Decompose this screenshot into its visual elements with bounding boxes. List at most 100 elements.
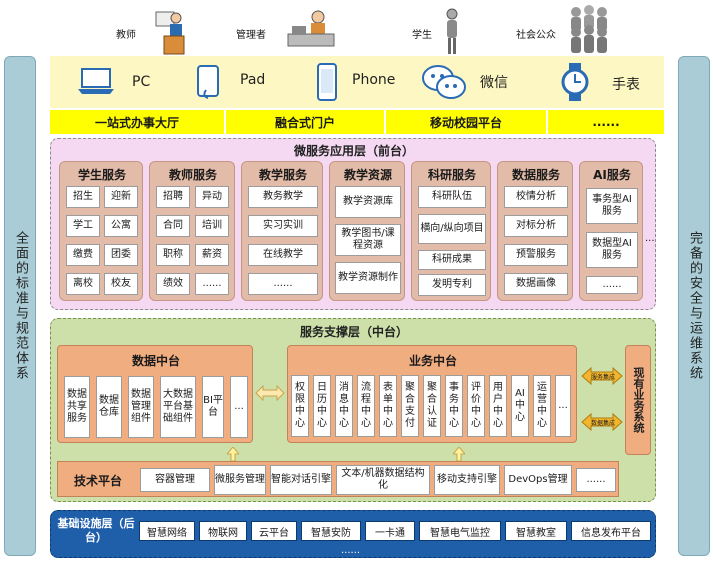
- teaching-item[interactable]: 在线教学: [248, 244, 318, 266]
- student-item[interactable]: 校友: [104, 273, 138, 295]
- student-item[interactable]: 团委: [104, 244, 138, 266]
- infra-item[interactable]: 智慧安防: [301, 521, 361, 541]
- tech-platform-item[interactable]: 文本/机器数据结构化: [336, 465, 430, 495]
- business-center-item[interactable]: AI中心: [511, 375, 529, 437]
- teaching-resources-title: 教学资源: [343, 168, 392, 182]
- data-service-item[interactable]: 校情分析: [504, 186, 568, 208]
- device-label-wechat: 微信: [480, 75, 508, 91]
- teaching-resources-group: 教学资源 教学资源库 教学图书/课程资源 教学资源制作: [329, 161, 405, 301]
- research-item[interactable]: 科研成果: [418, 250, 486, 270]
- teacher-item[interactable]: 职称: [156, 244, 190, 266]
- student-item[interactable]: 缴费: [66, 244, 100, 266]
- teacher-services-group: 教师服务 招聘 异动 合同 培训 职称 薪资 绩效 ......: [149, 161, 235, 301]
- infra-item[interactable]: 智慧网络: [139, 521, 195, 541]
- data-center-item[interactable]: BI平台: [202, 376, 224, 438]
- teaching-item[interactable]: 教务教学: [248, 186, 318, 208]
- tech-platform-item[interactable]: 移动支持引擎: [434, 465, 500, 495]
- student-item[interactable]: 离校: [66, 273, 100, 295]
- teacher-services-title: 教师服务: [168, 168, 217, 182]
- business-center-item[interactable]: 流程中心: [357, 375, 375, 437]
- data-center-item[interactable]: 数据仓库: [96, 376, 122, 438]
- data-service-item[interactable]: 数据画像: [504, 273, 568, 295]
- research-item[interactable]: 发明专利: [418, 274, 486, 296]
- back-layer: 基础设施层（后台） 智慧网络 物联网 云平台 智慧安防 一卡通 智慧电气监控 智…: [50, 510, 656, 558]
- data-services-group: 数据服务 校情分析 对标分析 预警服务 数据画像: [497, 161, 573, 301]
- data-service-item[interactable]: 预警服务: [504, 244, 568, 266]
- student-item[interactable]: 学工: [66, 215, 100, 237]
- business-center-item[interactable]: 用户中心: [489, 375, 507, 437]
- research-services-group: 科研服务 科研队伍 横向/纵向项目 科研成果 发明专利: [411, 161, 491, 301]
- data-center-item[interactable]: 数据管理组件: [128, 376, 154, 438]
- resources-item[interactable]: 教学资源库: [335, 186, 401, 218]
- back-layer-more: ......: [341, 545, 361, 556]
- up-arrow-icon: [453, 447, 465, 461]
- watch-icon: [561, 63, 589, 101]
- business-center-item[interactable]: 表单中心: [379, 375, 397, 437]
- standards-pillar-label: 全面的标准与规范体系: [13, 231, 28, 381]
- security-pillar-label: 完备的安全与运维系统: [687, 231, 702, 381]
- data-center-item: ...: [230, 376, 248, 438]
- teacher-item[interactable]: 薪资: [195, 244, 229, 266]
- business-center-item[interactable]: 消息中心: [335, 375, 353, 437]
- existing-system-box[interactable]: 现有业务系统: [625, 345, 651, 455]
- security-pillar: 完备的安全与运维系统: [678, 56, 710, 556]
- teacher-item[interactable]: 异动: [195, 186, 229, 208]
- resources-item[interactable]: 教学图书/课程资源: [335, 224, 401, 256]
- tech-platform-item: ......: [576, 468, 616, 492]
- tech-platform-item[interactable]: 容器管理: [140, 468, 210, 492]
- tech-platform-item[interactable]: 微服务管理: [214, 465, 266, 495]
- student-item[interactable]: 公寓: [104, 215, 138, 237]
- infra-item[interactable]: 云平台: [251, 521, 297, 541]
- double-arrow-icon: [255, 385, 285, 401]
- research-item[interactable]: 科研队伍: [418, 186, 486, 208]
- business-center-item[interactable]: 聚合认证: [423, 375, 441, 437]
- infra-item[interactable]: 一卡通: [365, 521, 415, 541]
- infra-item[interactable]: 物联网: [199, 521, 247, 541]
- teacher-item[interactable]: 绩效: [156, 273, 190, 295]
- teaching-item[interactable]: 实习实训: [248, 215, 318, 237]
- standards-pillar: 全面的标准与规范体系: [4, 56, 36, 556]
- data-center-item[interactable]: 数据共享服务: [64, 376, 90, 438]
- tech-platform-item[interactable]: DevOps管理: [504, 465, 572, 495]
- business-center-title: 业务中台: [408, 354, 457, 368]
- business-center-item[interactable]: 运营中心: [533, 375, 551, 437]
- research-item[interactable]: 横向/纵向项目: [418, 214, 486, 244]
- ai-service-item[interactable]: 数据型AI服务: [586, 232, 638, 268]
- resources-item[interactable]: 教学资源制作: [335, 262, 401, 294]
- business-center-item[interactable]: 聚合支付: [401, 375, 419, 437]
- student-item[interactable]: 招生: [66, 186, 100, 208]
- student-icon: [446, 8, 458, 54]
- ai-services-title: AI服务: [593, 168, 631, 182]
- device-band: PC Pad Phone 微信 手表: [50, 56, 664, 108]
- laptop-icon: [78, 68, 114, 94]
- infra-item[interactable]: 智慧教室: [505, 521, 567, 541]
- business-center-item[interactable]: 事务中心: [445, 375, 463, 437]
- business-center-item[interactable]: 权限中心: [291, 375, 309, 437]
- device-label-watch: 手表: [612, 77, 640, 93]
- data-center-item[interactable]: 大数据平台基础组件: [160, 376, 196, 438]
- user-label-teacher: 教师: [116, 30, 136, 41]
- portal-mobile[interactable]: 移动校园平台: [386, 110, 546, 134]
- ai-service-item: ......: [586, 276, 638, 294]
- data-service-item[interactable]: 对标分析: [504, 215, 568, 237]
- business-center-item[interactable]: 日历中心: [313, 375, 331, 437]
- teacher-item[interactable]: 合同: [156, 215, 190, 237]
- teacher-item[interactable]: ......: [195, 273, 229, 295]
- user-label-public: 社会公众: [516, 30, 556, 41]
- front-layer-more: ...: [645, 233, 655, 244]
- teacher-item[interactable]: 招聘: [156, 186, 190, 208]
- teacher-item[interactable]: 培训: [195, 215, 229, 237]
- data-center-box: 数据中台 数据共享服务 数据仓库 数据管理组件 大数据平台基础组件 BI平台 .…: [57, 345, 253, 443]
- ai-service-item[interactable]: 事务型AI服务: [586, 188, 638, 224]
- portal-fusion[interactable]: 融合式门户: [226, 110, 384, 134]
- infra-item[interactable]: 信息发布平台: [571, 521, 651, 541]
- business-center-item[interactable]: 评价中心: [467, 375, 485, 437]
- middle-layer: 服务支撑层（中台） 数据中台 数据共享服务 数据仓库 数据管理组件 大数据平台基…: [50, 318, 656, 502]
- student-item[interactable]: 迎新: [104, 186, 138, 208]
- portal-more: ......: [548, 110, 664, 134]
- business-center-grid: 权限中心 日历中心 消息中心 流程中心 表单中心 聚合支付 聚合认证 事务中心 …: [291, 375, 575, 437]
- infra-item[interactable]: 智慧电气监控: [419, 521, 501, 541]
- tablet-icon: [197, 65, 219, 99]
- portal-one-stop[interactable]: 一站式办事大厅: [50, 110, 224, 134]
- tech-platform-item[interactable]: 智能对话引擎: [270, 465, 332, 495]
